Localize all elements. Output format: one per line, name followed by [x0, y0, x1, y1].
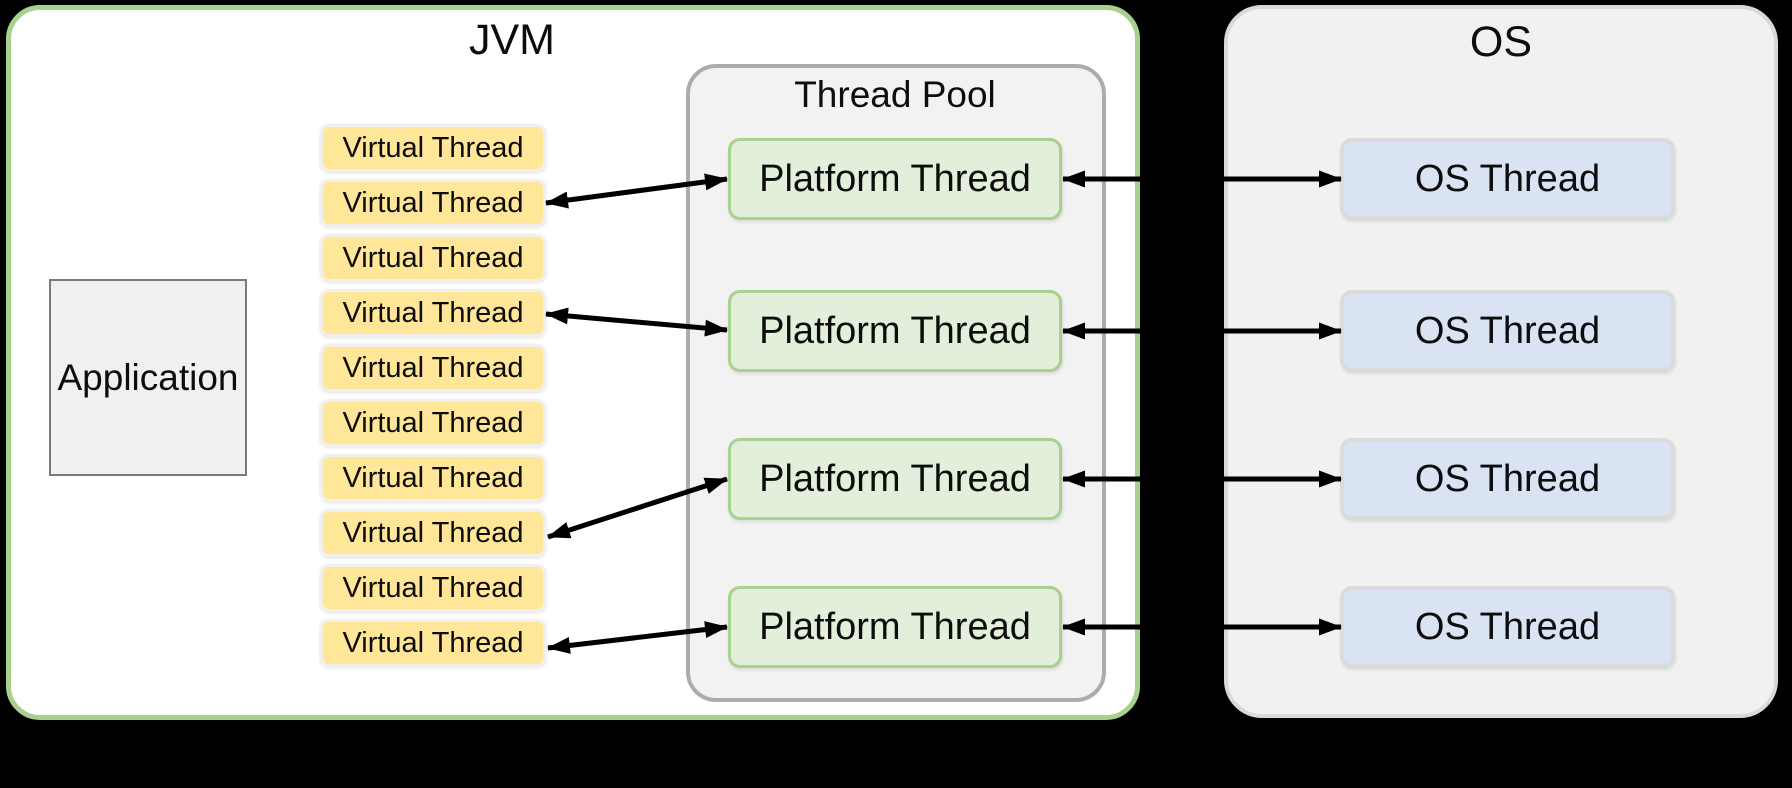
virtual-thread-4: Virtual Thread	[320, 289, 546, 337]
platform-thread-3: Platform Thread	[728, 438, 1062, 520]
virtual-thread-3: Virtual Thread	[320, 234, 546, 282]
os-thread-3: OS Thread	[1340, 438, 1675, 520]
virtual-thread-2: Virtual Thread	[320, 179, 546, 227]
os-thread-1: OS Thread	[1340, 138, 1675, 220]
virtual-thread-6: Virtual Thread	[320, 399, 546, 447]
platform-thread-1: Platform Thread	[728, 138, 1062, 220]
virtual-thread-8: Virtual Thread	[320, 509, 546, 557]
application-label: Application	[57, 356, 239, 398]
virtual-thread-10: Virtual Thread	[320, 619, 546, 667]
virtual-thread-9: Virtual Thread	[320, 564, 546, 612]
os-thread-4: OS Thread	[1340, 586, 1675, 668]
virtual-thread-7: Virtual Thread	[320, 454, 546, 502]
application-box: Application	[49, 279, 247, 476]
os-title: OS	[1469, 18, 1533, 66]
os-thread-2: OS Thread	[1340, 290, 1675, 372]
thread-pool-title: Thread Pool	[794, 74, 996, 115]
jvm-title: JVM	[469, 16, 555, 64]
platform-thread-4: Platform Thread	[728, 586, 1062, 668]
platform-thread-2: Platform Thread	[728, 290, 1062, 372]
virtual-thread-5: Virtual Thread	[320, 344, 546, 392]
virtual-thread-1: Virtual Thread	[320, 124, 546, 172]
